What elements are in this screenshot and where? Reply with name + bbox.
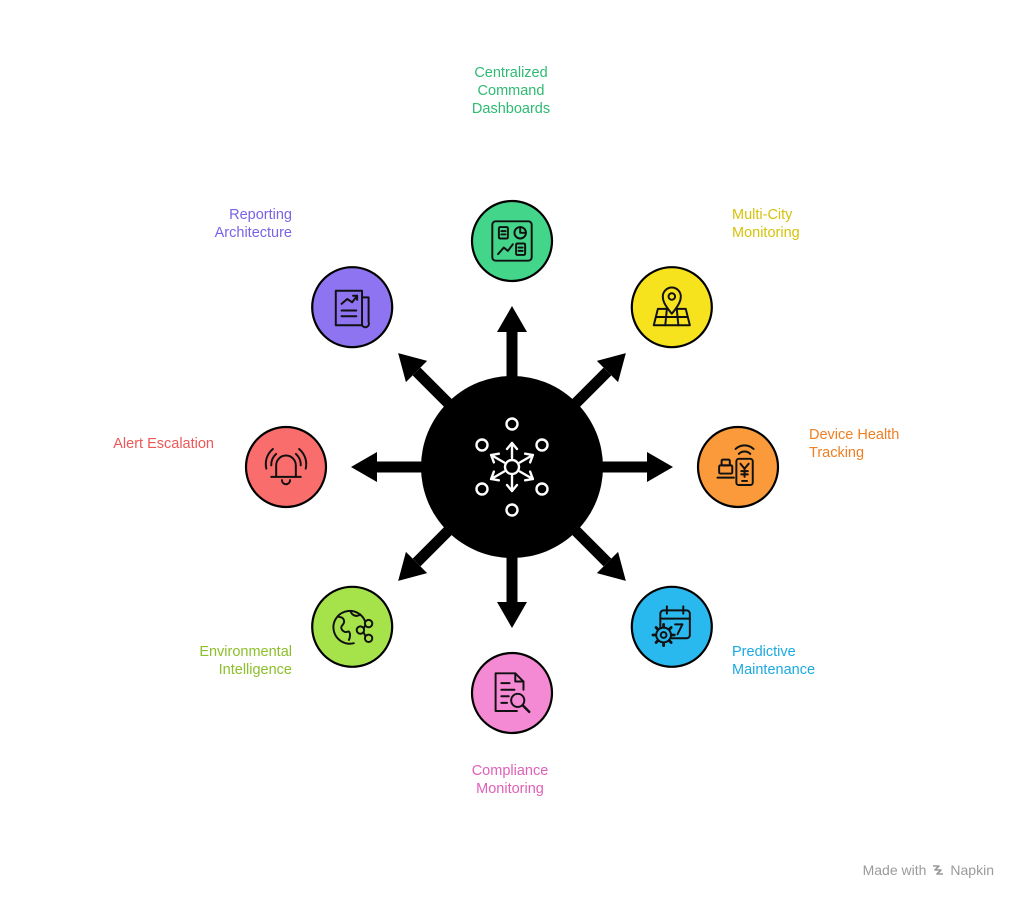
node-reporting [311,266,394,349]
node-compliance [470,651,554,735]
label-alert: Alert Escalation [113,435,214,453]
label-line: Alert Escalation [113,436,214,452]
node-circle [696,425,780,509]
node-circle [244,425,328,509]
map-pin-icon [652,286,691,327]
document-search-icon [494,672,531,714]
label-line: Maintenance [732,662,816,678]
node-device [696,425,780,509]
calendar-gear-icon [651,605,691,648]
watermark-prefix: Made with [862,862,927,878]
node-circle [311,266,394,349]
network-hub-icon [475,417,549,517]
label-line: Dashboards [471,101,551,117]
napkin-logo-icon [933,865,944,875]
node-alert [244,425,328,509]
node-circle [311,585,394,668]
label-line: Centralized [474,65,548,81]
arrow-device [596,452,673,482]
node-circle [470,651,554,735]
label-line: Tracking [809,445,865,461]
arrow-alert [351,452,428,482]
arrow-reporting [398,353,457,412]
arrow-predictive [567,522,626,581]
arrow-multicity [567,353,626,412]
report-chart-icon [334,289,370,329]
dashboard-icon [491,220,533,262]
label-line: Command [477,83,545,99]
label-line: Device Health [809,427,900,443]
label-line: Monitoring [476,781,544,797]
arrow-environmental [398,522,457,581]
watermark-brand: Napkin [950,862,994,878]
label-line: Intelligence [218,662,292,678]
hub [421,376,603,558]
node-dashboards [470,199,554,283]
label-line: Architecture [214,225,292,241]
node-multicity [630,266,713,349]
label-line: Compliance [471,763,549,779]
node-environmental [311,585,394,668]
label-line: Multi-City [732,207,793,223]
node-predictive [630,585,713,668]
device-signal-icon [716,444,755,487]
hub-circle [421,376,603,558]
label-line: Monitoring [732,225,800,241]
label-line: Predictive [732,644,796,660]
alarm-bell-icon [264,447,308,486]
globe-share-icon [332,609,374,645]
arrow-dashboards [497,306,527,383]
arrow-compliance [497,551,527,628]
label-line: Reporting [229,207,292,223]
watermark: Made with Napkin [863,862,994,878]
label-line: Environmental [199,644,292,660]
node-circle [470,199,554,283]
